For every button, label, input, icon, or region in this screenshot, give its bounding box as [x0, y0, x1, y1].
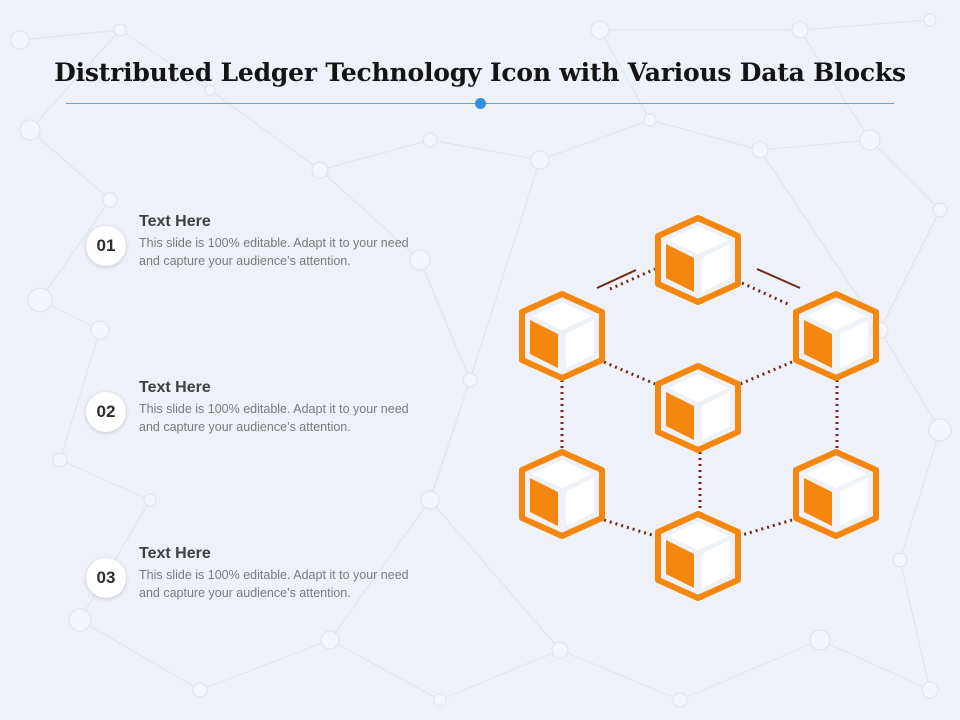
item-heading: Text Here — [139, 379, 211, 396]
item-heading: Text Here — [139, 213, 211, 230]
item-description: This slide is 100% editable. Adapt it to… — [139, 236, 409, 268]
title-underline-dot — [475, 98, 486, 109]
list-item-01: 01 Text Here This slide is 100% editable… — [86, 213, 416, 293]
list-item-03: 03 Text Here This slide is 100% editable… — [86, 545, 416, 625]
item-heading: Text Here — [139, 545, 211, 562]
solid-connector-right — [756, 268, 801, 289]
connector-right-center — [739, 360, 793, 386]
cube-icon — [522, 452, 602, 536]
item-description: This slide is 100% editable. Adapt it to… — [139, 402, 409, 434]
connector-top-left — [609, 267, 656, 291]
cube-icon — [658, 366, 738, 450]
connector-bottom-left — [603, 518, 656, 538]
connector-left-center — [603, 360, 656, 386]
slide-title: Distributed Ledger Technology Icon with … — [54, 58, 906, 87]
item-number-badge: 02 — [86, 392, 126, 432]
cube-icon — [658, 514, 738, 598]
item-description: This slide is 100% editable. Adapt it to… — [139, 568, 409, 600]
solid-connector-left — [596, 269, 637, 289]
cube-icon — [658, 218, 738, 302]
dotted-connectors — [560, 267, 839, 538]
cube-icon — [522, 294, 602, 378]
solid-connectors — [596, 268, 801, 289]
item-number-badge: 03 — [86, 558, 126, 598]
list-item-02: 02 Text Here This slide is 100% editable… — [86, 379, 416, 459]
cube-icon — [796, 294, 876, 378]
connector-top-right — [741, 281, 791, 307]
item-number-badge: 01 — [86, 226, 126, 266]
connector-bottom-right — [741, 518, 793, 537]
cube-icon — [796, 452, 876, 536]
